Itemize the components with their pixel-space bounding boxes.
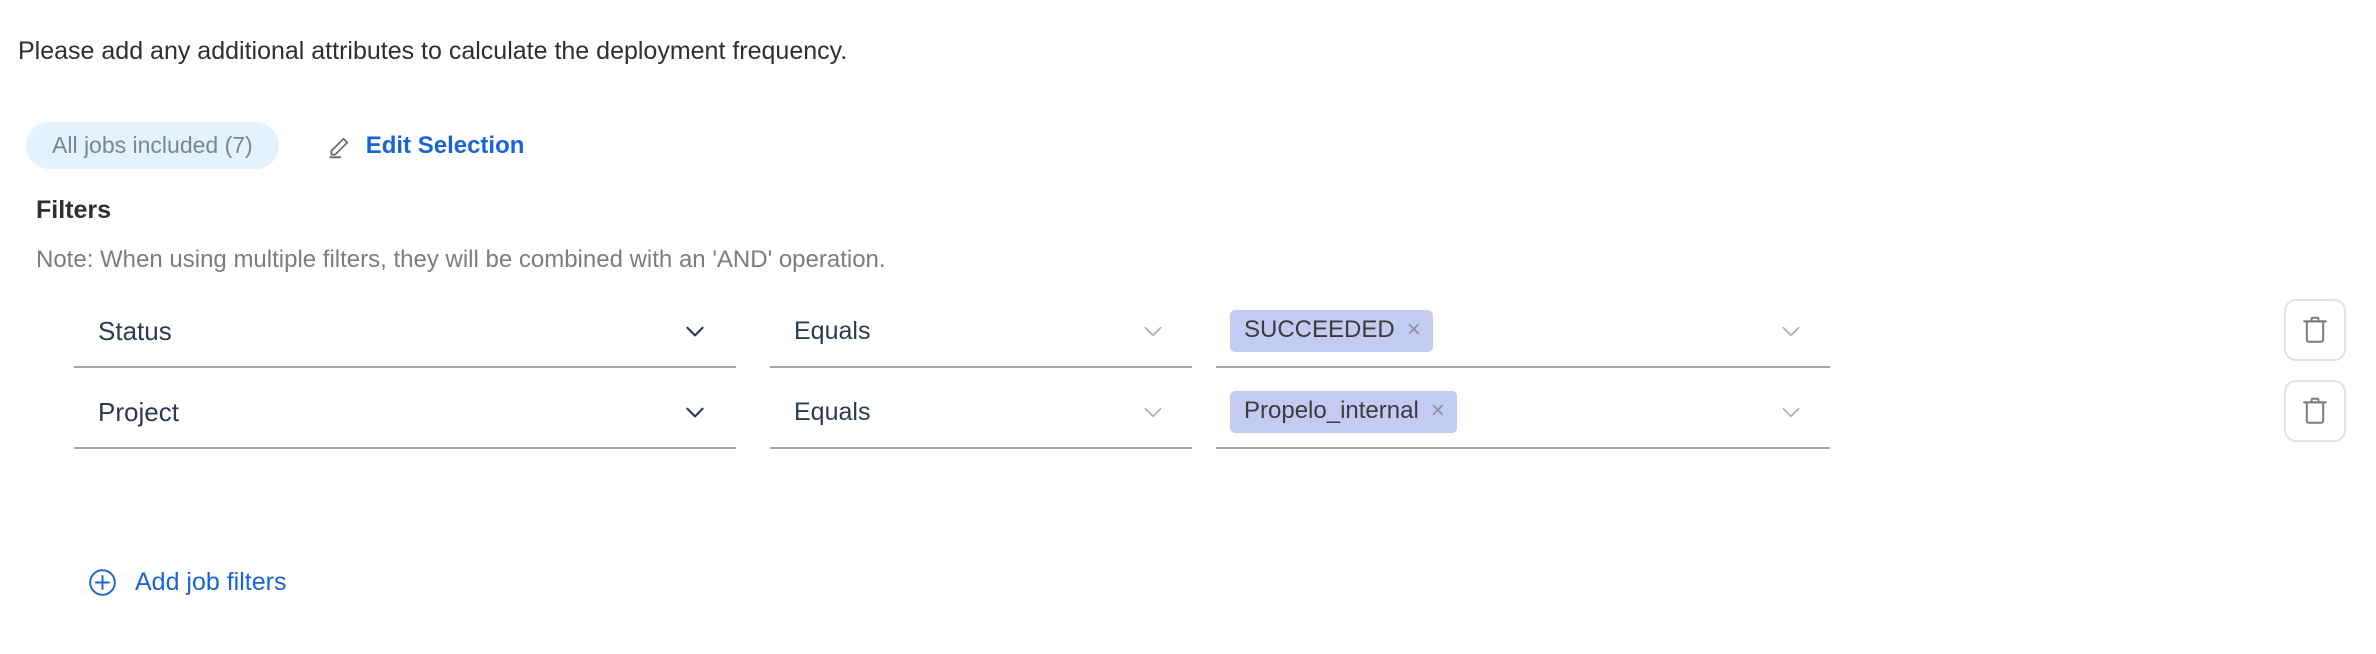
filter-operator-value: Equals [794,397,871,426]
filter-attribute-value: Project [98,396,179,427]
close-icon[interactable]: × [1430,397,1445,425]
delete-filter-button[interactable] [2284,380,2346,442]
filter-operator-select[interactable]: Equals [770,377,1192,449]
delete-filter-button[interactable] [2284,299,2346,361]
filter-row: Status Equals SUCCEEDED × [0,296,2376,378]
jobs-selection-row: All jobs included (7) Edit Selection [26,122,525,170]
filter-value-chip[interactable]: SUCCEEDED × [1230,310,1433,352]
chevron-down-icon [1140,399,1166,425]
chevron-down-icon [1140,318,1166,344]
filter-attribute-select[interactable]: Status [74,296,736,368]
plus-circle-icon [88,568,117,597]
filter-operator-select[interactable]: Equals [770,296,1192,368]
filters-note: Note: When using multiple filters, they … [36,246,886,273]
filter-value-select[interactable]: SUCCEEDED × [1216,296,1830,368]
add-job-filters-button[interactable]: Add job filters [88,568,286,597]
filter-value-chip-label: SUCCEEDED [1244,316,1395,344]
chevron-down-icon [682,399,708,425]
edit-selection-button[interactable]: Edit Selection [327,131,525,160]
trash-icon [2301,396,2329,426]
intro-text: Please add any additional attributes to … [18,37,848,65]
filter-row: Project Equals Propelo_internal × [0,377,2376,459]
filter-value-select[interactable]: Propelo_internal × [1216,377,1830,449]
filters-heading: Filters [36,196,112,224]
filter-operator-value: Equals [794,316,871,345]
filter-value-chip-label: Propelo_internal [1244,397,1419,425]
filter-value-chip[interactable]: Propelo_internal × [1230,391,1457,433]
chevron-down-icon [1778,318,1804,344]
filter-attribute-select[interactable]: Project [74,377,736,449]
filter-attribute-value: Status [98,315,172,346]
pencil-icon [327,133,353,159]
close-icon[interactable]: × [1406,316,1421,344]
edit-selection-label: Edit Selection [365,131,525,159]
chevron-down-icon [1778,399,1804,425]
all-jobs-included-badge: All jobs included (7) [26,122,279,170]
add-job-filters-label: Add job filters [135,568,287,596]
chevron-down-icon [682,318,708,344]
trash-icon [2301,315,2329,345]
